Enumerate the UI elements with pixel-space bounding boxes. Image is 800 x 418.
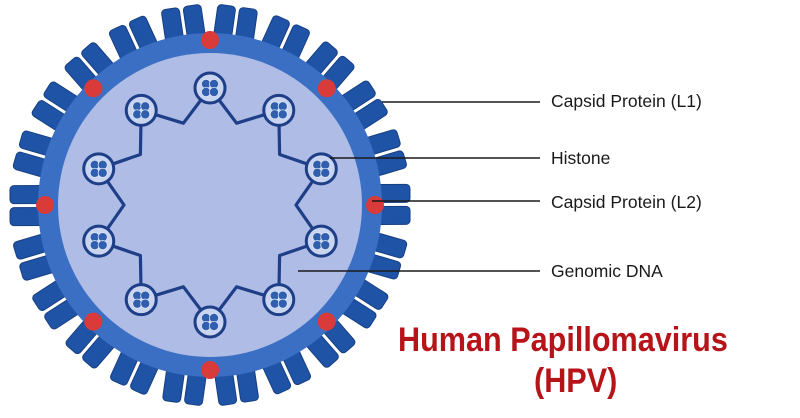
label-histone: Histone <box>551 148 611 168</box>
nucleosome-icon <box>262 283 296 317</box>
title-line-2: (HPV) <box>534 362 618 400</box>
nucleosome-icon <box>304 152 338 186</box>
genomic-dna-loop <box>82 71 338 339</box>
label-capsid-l2: Capsid Protein (L2) <box>551 192 702 212</box>
nucleosome-icon <box>304 224 338 258</box>
capsid-interior <box>58 53 362 357</box>
nucleosome-icon <box>262 93 296 127</box>
l2-protein-icon <box>36 196 54 214</box>
nucleosome-icon <box>124 283 158 317</box>
l2-protein-icon <box>366 196 384 214</box>
label-genomic-dna: Genomic DNA <box>551 261 663 281</box>
capsid-l2-layer <box>36 31 384 379</box>
l2-protein-icon <box>201 31 219 49</box>
l2-protein-icon <box>84 312 103 331</box>
l2-protein-icon <box>317 312 336 331</box>
l2-protein-icon <box>201 361 219 379</box>
l2-protein-icon <box>84 79 103 98</box>
nucleosome-icon <box>193 71 227 105</box>
nucleosome-icon <box>124 93 158 127</box>
label-capsid-l1: Capsid Protein (L1) <box>551 91 702 111</box>
nucleosome-icon <box>82 224 116 258</box>
l2-protein-icon <box>317 79 336 98</box>
leader-lines <box>298 101 540 272</box>
nucleosome-icon <box>193 305 227 339</box>
title-line-1: Human Papillomavirus <box>398 321 728 359</box>
nucleosome-icon <box>82 152 116 186</box>
